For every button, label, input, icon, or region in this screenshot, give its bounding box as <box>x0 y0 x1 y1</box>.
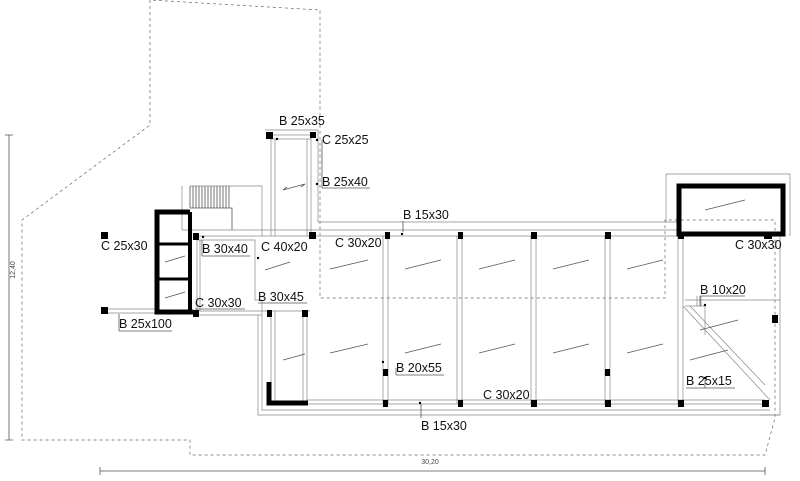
column <box>193 233 199 240</box>
label-column-25x30: C 25x30 <box>101 239 148 253</box>
column <box>605 232 611 239</box>
label-column-30x30-left: C 30x30 <box>195 296 242 310</box>
column <box>762 400 769 407</box>
label-beam-20x55: B 20x55 <box>396 361 442 375</box>
column <box>383 369 388 376</box>
label-column-25x25: C 25x25 <box>322 133 369 147</box>
column <box>678 400 684 407</box>
dimension-width: 30,20 <box>421 459 439 466</box>
label-beam-15x30-top: B 15x30 <box>403 208 449 222</box>
column <box>309 232 316 239</box>
label-beam-25x100: B 25x100 <box>119 317 172 331</box>
slab-outline <box>181 129 791 416</box>
column <box>266 132 273 139</box>
stairs <box>189 186 233 230</box>
site-boundary <box>21 0 776 456</box>
label-beam-30x45: B 30x45 <box>258 290 304 304</box>
column <box>772 315 778 323</box>
column <box>605 400 611 407</box>
column <box>310 132 316 138</box>
label-leaders <box>118 140 745 418</box>
column <box>678 232 684 239</box>
column <box>605 369 610 376</box>
dimension-lines <box>5 134 766 475</box>
columns <box>101 132 778 407</box>
column <box>101 307 108 314</box>
column <box>302 310 308 317</box>
label-column-30x20-top: C 30x20 <box>335 236 382 250</box>
column <box>101 232 108 239</box>
label-beam-10x20: B 10x20 <box>700 283 746 297</box>
column <box>531 232 537 239</box>
label-column-40x20: C 40x20 <box>261 240 308 254</box>
label-column-30x30-right: C 30x30 <box>735 238 782 252</box>
label-beam-25x15: B 25x15 <box>686 374 732 388</box>
label-beam-15x30-bottom: B 15x30 <box>421 419 467 433</box>
column <box>458 400 463 407</box>
column <box>267 310 272 317</box>
element-labels: B 25x35 C 25x25 B 25x40 B 15x30 C 25x30 … <box>101 114 782 433</box>
dimension-height: 12,40 <box>10 261 17 279</box>
walls <box>154 183 786 406</box>
span-indicators <box>164 183 746 361</box>
column <box>383 400 388 407</box>
column <box>385 232 390 239</box>
label-beam-30x40: B 30x40 <box>202 242 248 256</box>
label-beam-25x40: B 25x40 <box>322 175 368 189</box>
column <box>764 232 772 239</box>
column <box>193 310 199 317</box>
column <box>531 400 537 407</box>
label-beam-25x35: B 25x35 <box>279 114 325 128</box>
label-column-30x20-bottom: C 30x20 <box>483 388 530 402</box>
column <box>458 232 463 239</box>
